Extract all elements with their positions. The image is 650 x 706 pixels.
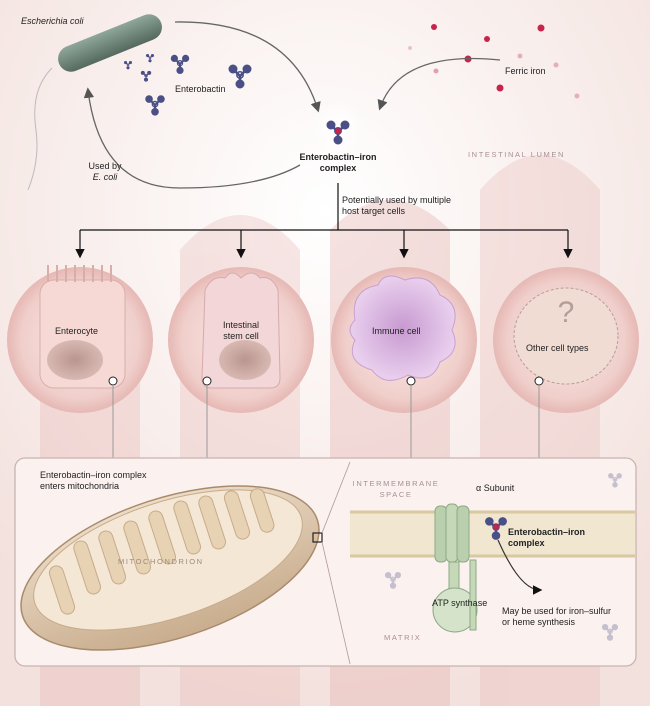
panel-complex-icon: [483, 515, 509, 542]
atp-synthase-label: ATP synthase: [432, 598, 488, 608]
panel-complex-label: Enterobactin–iron complex: [508, 527, 585, 549]
immune-cell-label: Immune cell: [372, 326, 421, 337]
used-by-line1: Used by: [88, 161, 122, 171]
intermembrane-label: INTERMEMBRANE SPACE: [350, 478, 442, 500]
stem-cell-label: Intestinal stem cell: [208, 320, 274, 342]
arrow-complex-to-ecoli: [83, 87, 301, 189]
enters-line2: enters mitochondria: [40, 481, 120, 491]
iron-synthesis-line1: May be used for iron–sulfur: [502, 606, 612, 616]
mitochondrion-label: MITOCHONDRION: [118, 557, 204, 566]
intermembrane-line1: INTERMEMBRANE: [352, 479, 440, 488]
potentially-line1: Potentially used by multiple: [342, 195, 452, 205]
stem-cell-line2: stem cell: [223, 331, 259, 341]
intermembrane-line2: SPACE: [379, 490, 413, 499]
ferric-iron-label: Ferric iron: [505, 66, 546, 76]
iron-synthesis-label: May be used for iron–sulfur or heme synt…: [502, 606, 611, 628]
cell-circle-other: [493, 267, 639, 413]
e-coli-bacterium: [27, 14, 162, 191]
enters-line1: Enterobactin–iron complex: [40, 470, 147, 480]
alpha-subunit-label: α Subunit: [476, 483, 515, 493]
atp-synthase: [432, 503, 478, 633]
ecoli-label: Escherichia coli: [21, 16, 84, 26]
arrow-enterobactin-to-complex: [174, 21, 321, 113]
mitochondrion: [20, 485, 323, 651]
enterobactin-label: Enterobactin: [175, 84, 226, 94]
arrow-iron-to-complex: [377, 57, 501, 111]
other-cell-line1: Other cell types: [526, 343, 589, 353]
arrow-iron-synthesis: [497, 539, 543, 595]
cell-circle-stem-cell: [168, 267, 314, 413]
cell-circle-enterocyte: [7, 265, 153, 413]
intestinal-lumen-label: INTESTINAL LUMEN: [468, 150, 565, 159]
complex-label-line1: Enterobactin–iron: [299, 152, 377, 162]
enterocyte-line1: Enterocyte: [55, 326, 99, 336]
matrix-label: MATRIX: [384, 633, 422, 642]
enters-mitochondria-label: Enterobactin–iron complex enters mitocho…: [40, 470, 147, 492]
potentially-label: Potentially used by multiple host target…: [342, 195, 451, 217]
panel-complex-line2: complex: [508, 538, 545, 548]
question-mark-icon: ?: [557, 296, 575, 329]
immune-cell-line1: Immune cell: [372, 326, 421, 336]
cell-circle-immune-cell: [331, 267, 477, 413]
iron-synthesis-line2: or heme synthesis: [502, 617, 576, 627]
potentially-line2: host target cells: [342, 206, 406, 216]
complex-label: Enterobactin–iron complex: [278, 152, 398, 174]
enterobactin-iron-complex-icon: [325, 119, 351, 146]
connector-lines: [112, 385, 540, 458]
other-cell-label: Other cell types: [526, 343, 589, 354]
used-by-line2: E. coli: [92, 172, 118, 182]
enterocyte-label: Enterocyte: [55, 326, 98, 337]
stem-cell-line1: Intestinal: [222, 320, 260, 330]
zoom-box: [312, 532, 323, 543]
used-by-label: Used by E. coli: [80, 161, 130, 183]
complex-label-line2: complex: [319, 163, 357, 173]
panel-complex-line1: Enterobactin–iron: [508, 527, 586, 537]
